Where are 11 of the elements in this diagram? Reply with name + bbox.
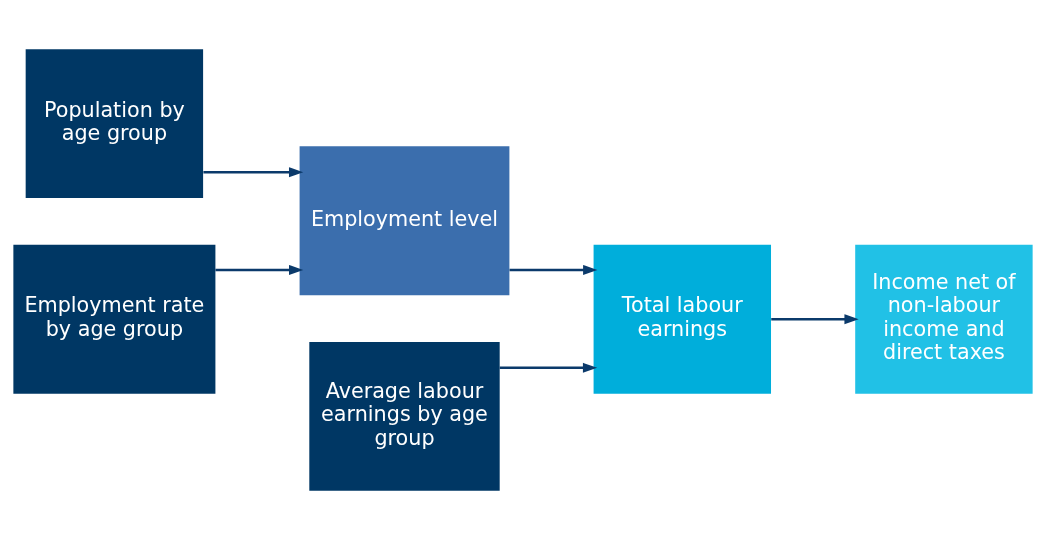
arrow [771,313,859,324]
node-box: Total labour earnings [593,244,771,394]
node-box: Income net of non-labour income and direct taxes [855,244,1033,394]
arrow [499,362,598,373]
node-box: Employment rate by age group [13,244,216,394]
arrow [509,264,598,275]
arrow [215,264,304,275]
arrow [203,166,304,177]
node-box: Employment level [299,145,510,295]
node-box: Population by age group [25,48,204,198]
node-box: Average labour earnings by age group [309,341,500,491]
